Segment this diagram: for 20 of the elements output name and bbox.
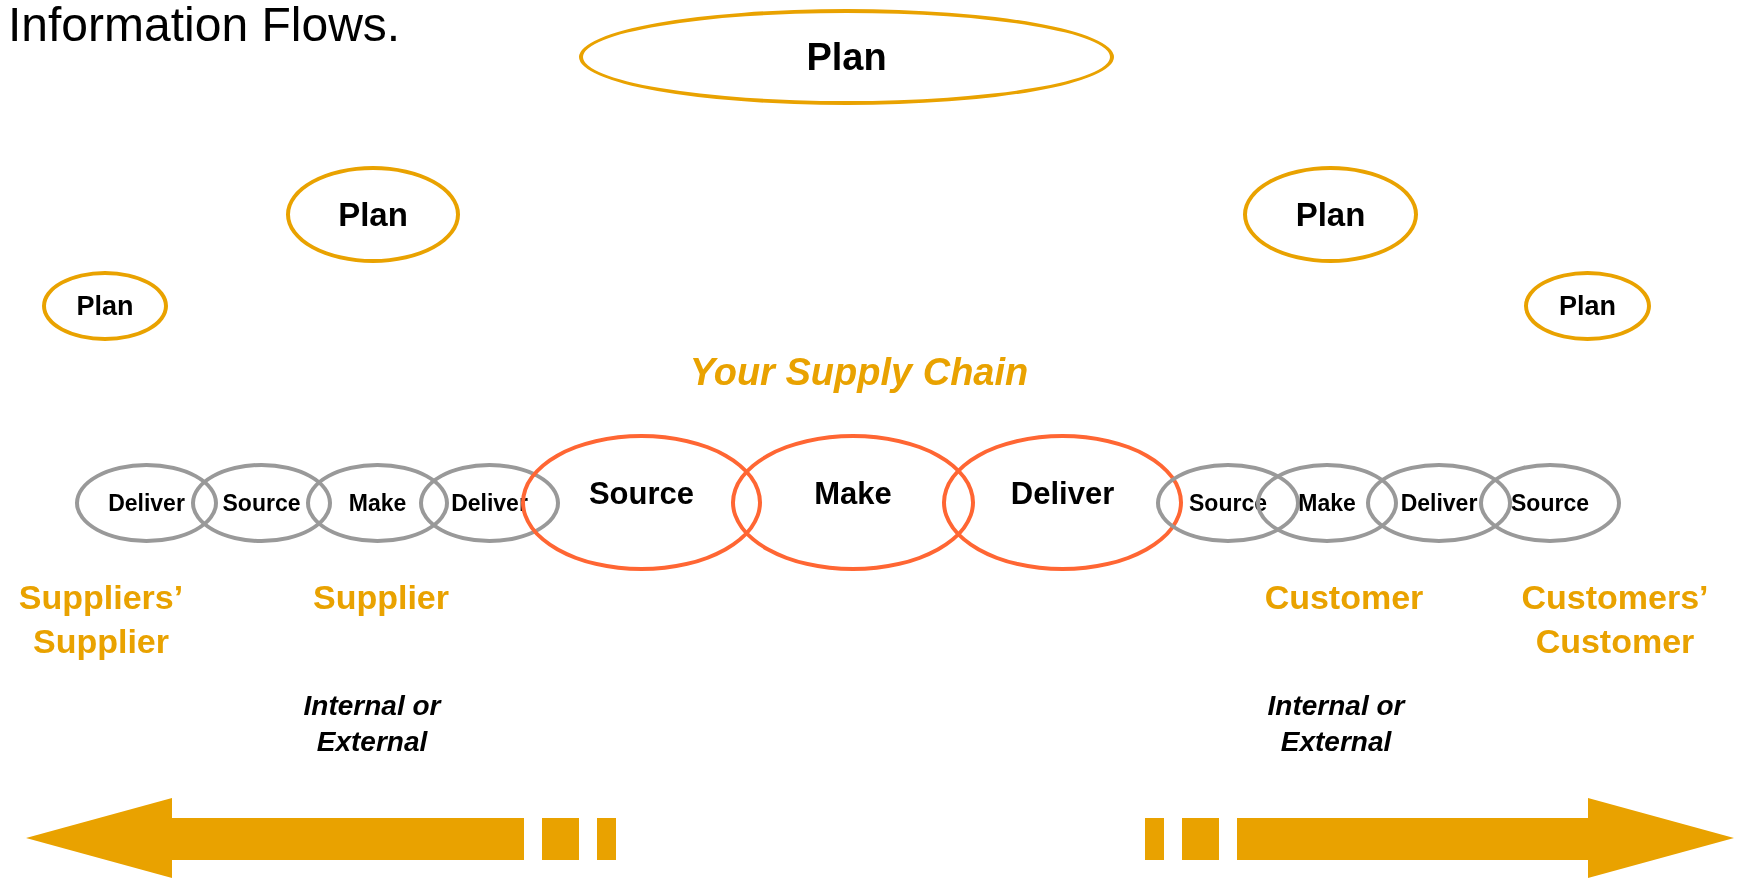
process-ellipse: Make (306, 463, 449, 543)
process-ellipse: Source (191, 463, 332, 543)
party-label: Customer (1263, 577, 1425, 618)
process-ellipse: Source (1479, 463, 1621, 543)
party-label: Supplier (312, 577, 450, 618)
plan-ellipse: Plan (286, 166, 460, 263)
party-label: Customers’ Customer (1520, 577, 1710, 663)
scope-note: Internal or External (1266, 689, 1407, 760)
process-ellipse: Deliver (75, 463, 218, 543)
heading: Information Flows. (8, 0, 402, 53)
chain-title: Your Supply Chain (688, 350, 1030, 395)
plan-ellipse: Plan (1243, 166, 1418, 263)
process-ellipse: Deliver (1366, 463, 1512, 543)
process-ellipse: Deliver (942, 434, 1183, 571)
plan-ellipse: Plan (579, 9, 1114, 105)
plan-ellipse: Plan (42, 271, 168, 341)
party-label: Suppliers’ Supplier (17, 577, 185, 663)
process-ellipse: Make (731, 434, 975, 571)
scope-note: Internal or External (302, 689, 443, 760)
plan-ellipse: Plan (1524, 271, 1651, 341)
